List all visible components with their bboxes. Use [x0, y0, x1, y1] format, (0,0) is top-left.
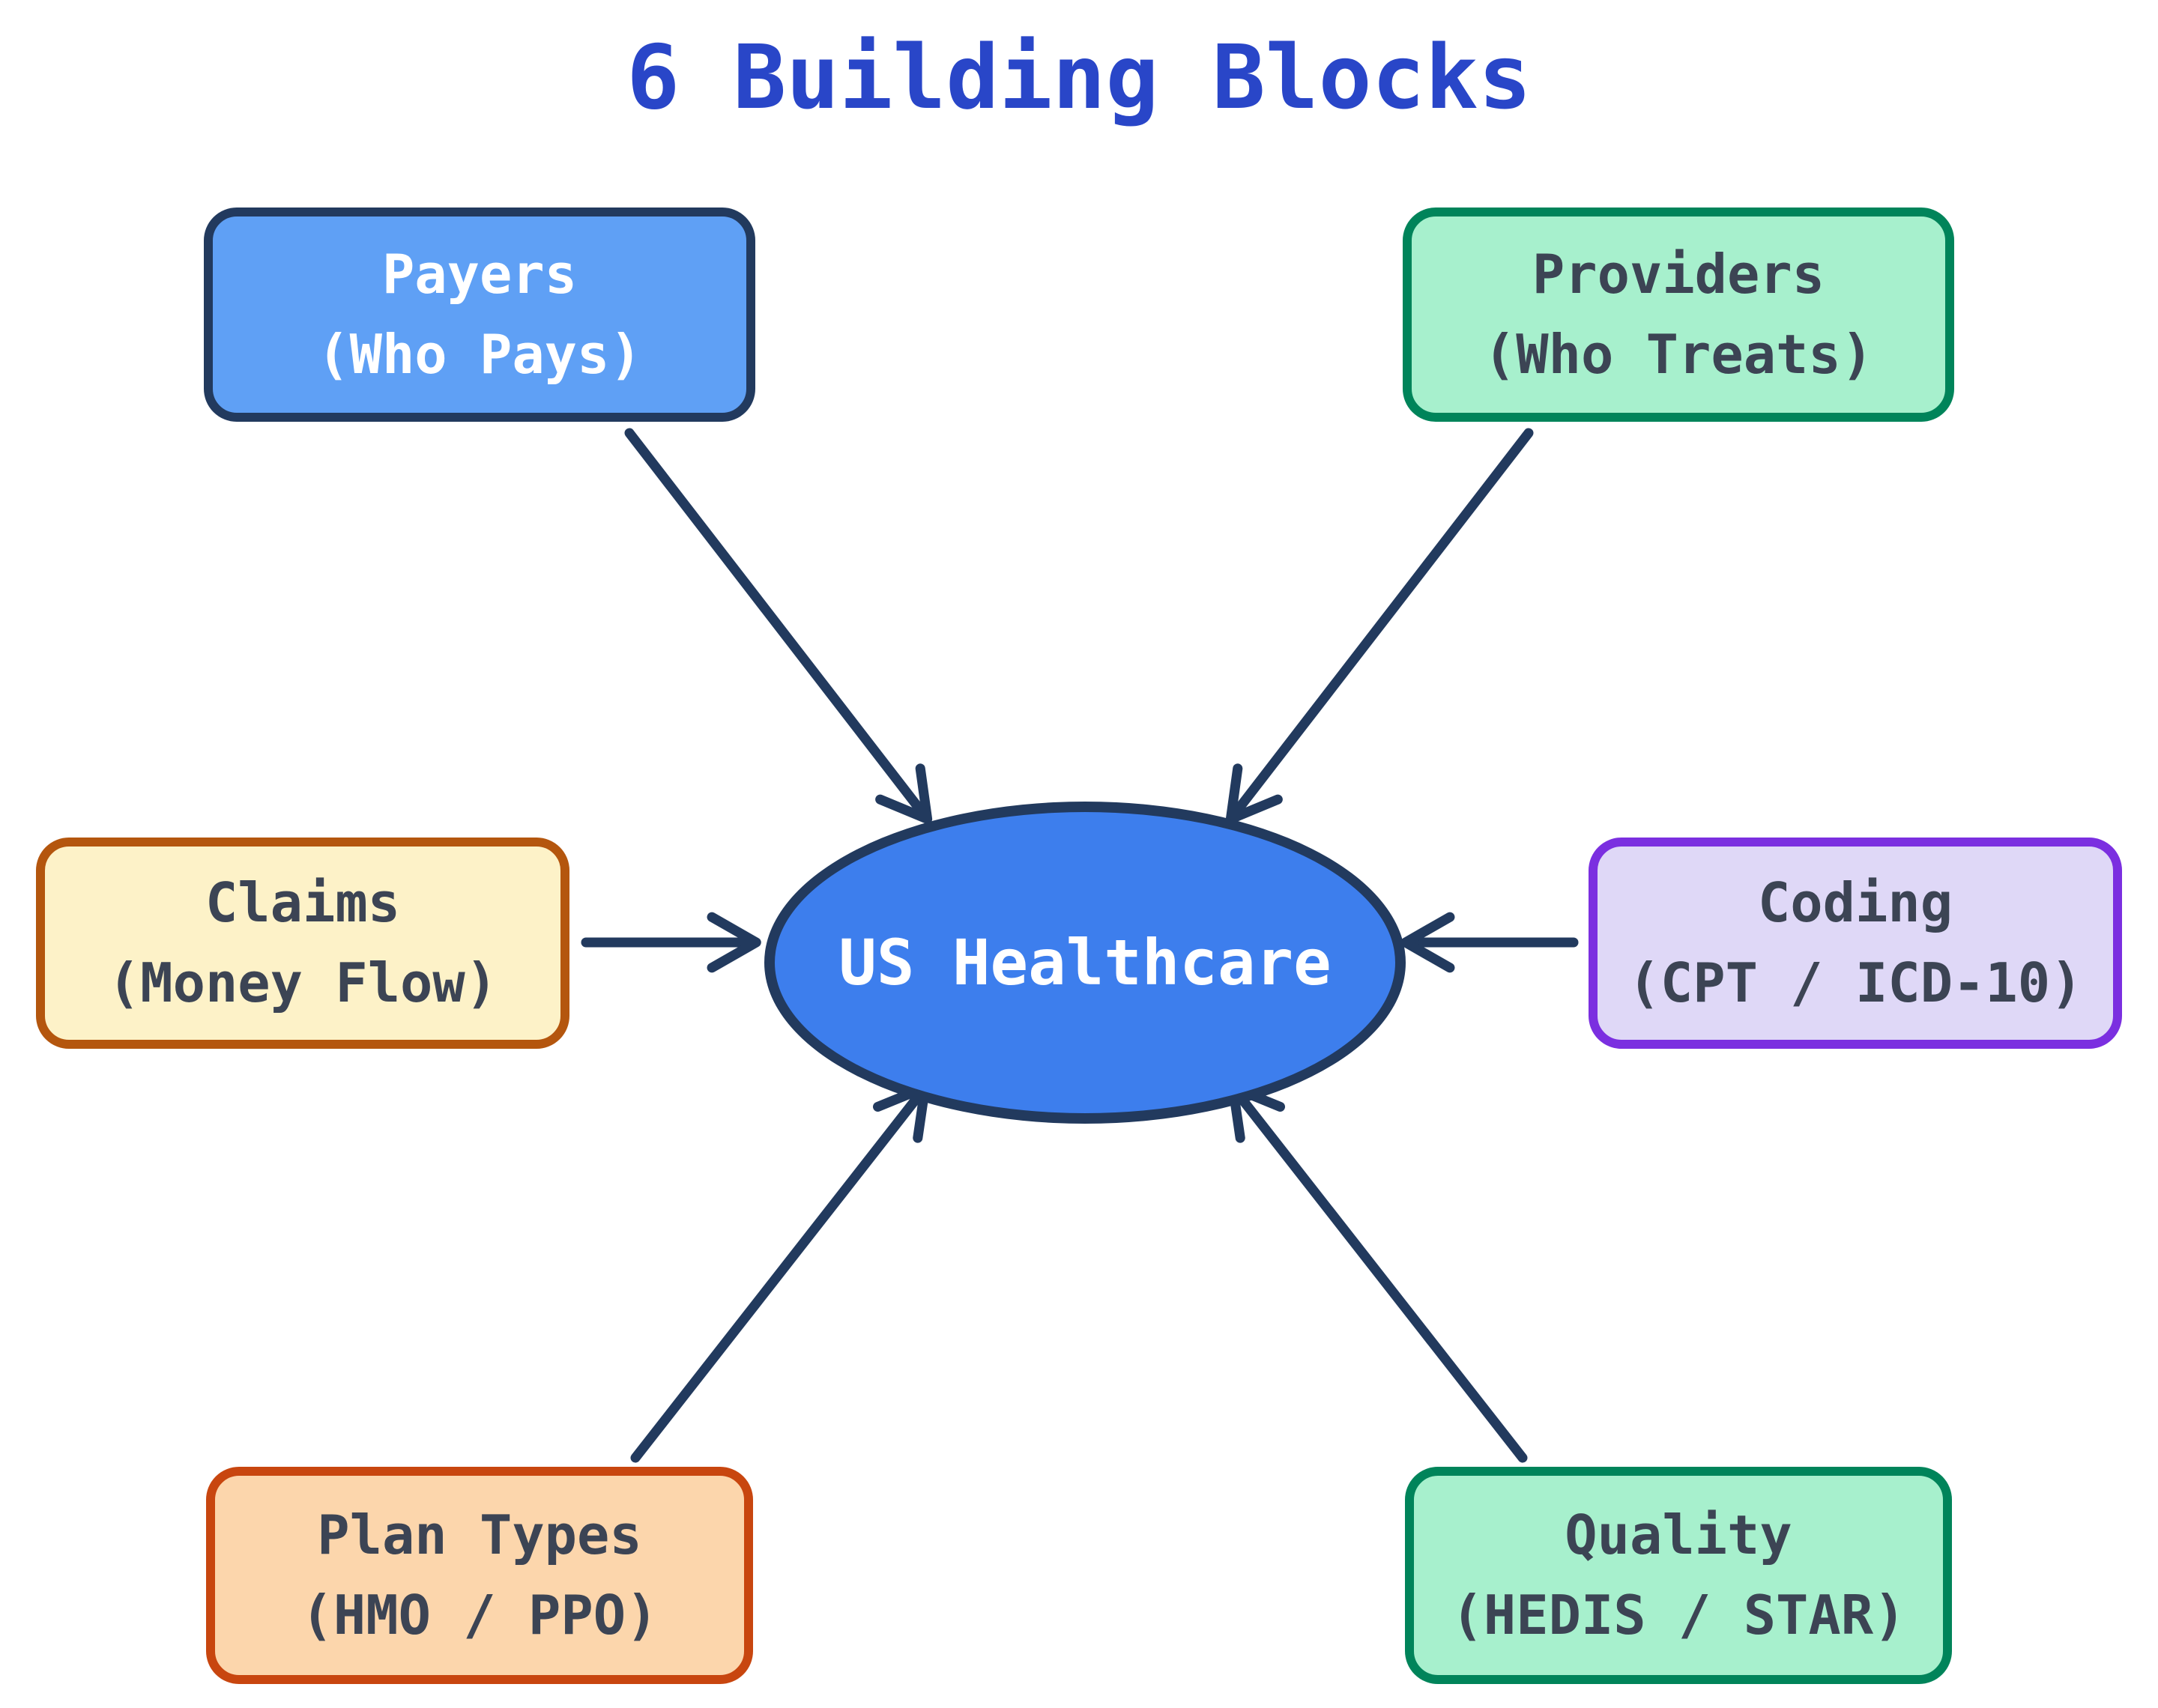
node-sublabel: (Money Flow) [107, 951, 498, 1014]
node-payers: Payers (Who Pays) [204, 208, 755, 422]
node-sublabel: (CPT / ICD-10) [1627, 951, 2083, 1014]
node-sublabel: (HEDIS / STAR) [1451, 1584, 1906, 1647]
node-sublabel: (HMO / PPO) [300, 1584, 659, 1647]
center-node-us-healthcare: US Healthcare [764, 802, 1406, 1124]
node-quality: Quality (HEDIS / STAR) [1405, 1467, 1952, 1684]
node-label: Coding [1757, 871, 1953, 935]
node-sublabel: (Who Pays) [317, 323, 642, 386]
arrow-payers-to-center [624, 428, 933, 824]
node-claims: Claims (Money Flow) [36, 838, 569, 1049]
node-label: Plan Types [317, 1503, 642, 1567]
node-label: Quality [1565, 1503, 1792, 1567]
center-node-label: US Healthcare [838, 926, 1332, 999]
node-label: Claims [205, 871, 401, 935]
node-label: Payers [381, 243, 578, 306]
arrow-plan-types-to-center [630, 1082, 931, 1463]
node-providers: Providers (Who Treats) [1403, 208, 1954, 422]
arrow-providers-to-center [1225, 428, 1534, 824]
arrow-quality-to-center [1227, 1082, 1528, 1463]
node-label: Providers [1532, 243, 1825, 306]
node-plan-types: Plan Types (HMO / PPO) [206, 1467, 753, 1684]
diagram-title: 6 Building Blocks [626, 25, 1532, 129]
node-coding: Coding (CPT / ICD-10) [1589, 838, 2122, 1049]
node-sublabel: (Who Treats) [1483, 323, 1874, 386]
